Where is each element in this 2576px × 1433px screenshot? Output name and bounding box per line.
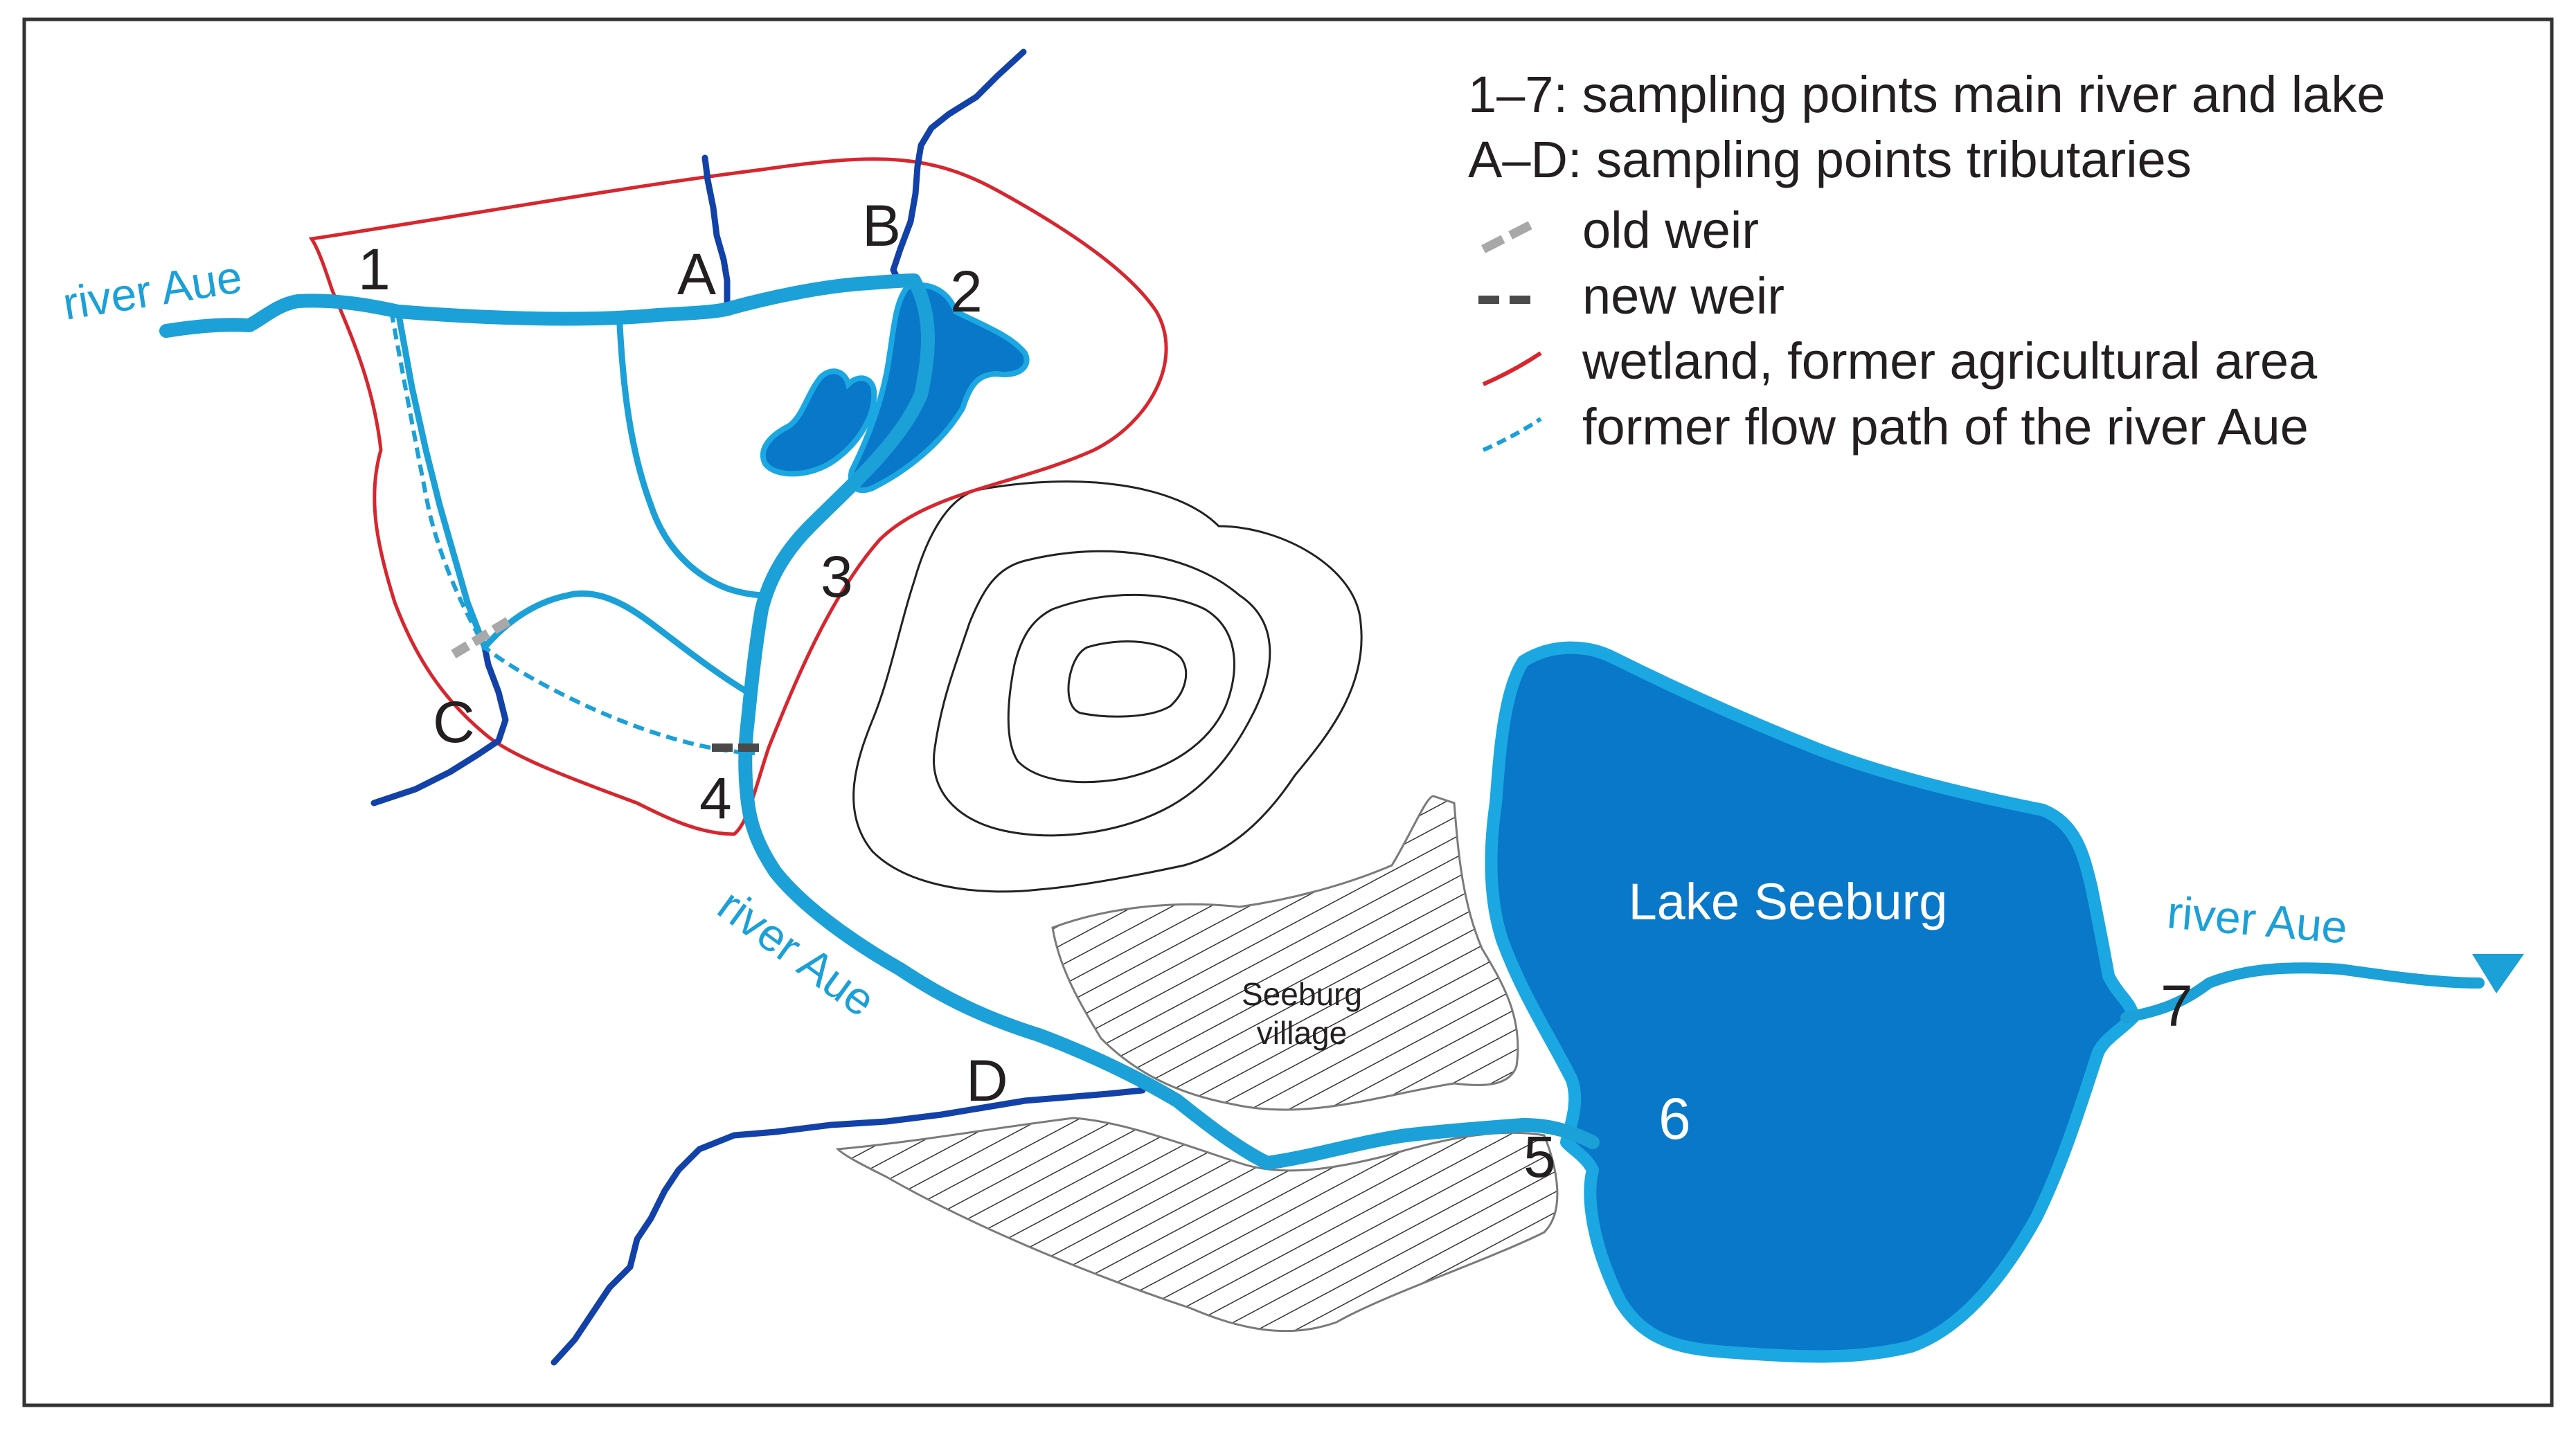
sampling-point-2: 2 [950, 259, 983, 324]
tributary-a [701, 154, 731, 308]
new-weir [712, 743, 759, 752]
sampling-point-4: 4 [699, 766, 732, 831]
sampling-point-5: 5 [1523, 1124, 1556, 1189]
river-aue [159, 273, 2485, 1170]
village-label-line1: Seeburg [1242, 976, 1362, 1012]
legend-old-weir-icon [1481, 217, 1539, 253]
sampling-point-6: 6 [1658, 1086, 1691, 1151]
river-aue-main [159, 273, 1600, 1170]
side-channel-2 [481, 590, 751, 696]
sampling-point-1: 1 [358, 237, 391, 302]
legend-line-main-points: 1–7: sampling points main river and lake [1468, 66, 2385, 123]
sampling-point-a: A [677, 242, 716, 307]
sampling-points-main: 1 2 3 4 5 6 7 [358, 237, 2193, 1189]
legend-label-new-weir: new weir [1582, 267, 1785, 325]
legend-new-weir-icon [1478, 296, 1530, 304]
old-weir [451, 615, 514, 658]
sampling-point-b: B [862, 193, 901, 258]
sampling-point-d: D [966, 1048, 1008, 1113]
river-label-downstream: river Aue [2165, 886, 2350, 953]
channel-1-to-c [395, 308, 488, 651]
lake-seeburg [1485, 641, 2139, 1363]
sampling-point-7: 7 [2161, 973, 2193, 1038]
hill-contours [852, 480, 1363, 893]
ponds [760, 282, 1030, 494]
contour-line-2 [933, 550, 1271, 837]
legend-label-old-weir: old weir [1582, 201, 1759, 259]
legend-line-tributary-points: A–D: sampling points tributaries [1468, 131, 2192, 188]
contour-line-3 [1007, 593, 1235, 784]
contour-line-4 [1067, 640, 1188, 718]
tributary-b [890, 48, 1027, 287]
outflow-arrow-head [2472, 954, 2524, 993]
tributary-c [370, 644, 509, 806]
legend-label-wetland: wetland, former agricultural area [1582, 332, 2318, 390]
legend: 1–7: sampling points main river and lake… [1468, 66, 2385, 456]
pond-small [760, 368, 877, 477]
river-label-upstream: river Aue [60, 251, 246, 330]
legend-label-former-flow: former flow path of the river Aue [1582, 398, 2309, 456]
sampling-points-tributaries: A B C D [433, 193, 1008, 1113]
southern-hatched-area [835, 1117, 1559, 1333]
contour-line-1 [852, 480, 1363, 893]
sampling-point-3: 3 [821, 544, 853, 609]
side-channel-1 [616, 322, 772, 599]
legend-former-flow-icon [1482, 417, 1542, 452]
legend-wetland-icon [1482, 351, 1542, 386]
tributaries [370, 48, 1146, 1366]
map-frame [22, 17, 2554, 1407]
village-hatched-area [1051, 795, 1519, 1111]
sampling-point-c: C [433, 690, 475, 755]
village-label-line2: village [1257, 1015, 1347, 1051]
river-aue-outflow [2120, 962, 2485, 1023]
lake-label: Lake Seeburg [1629, 873, 1948, 930]
tributary-d [551, 1087, 1146, 1366]
